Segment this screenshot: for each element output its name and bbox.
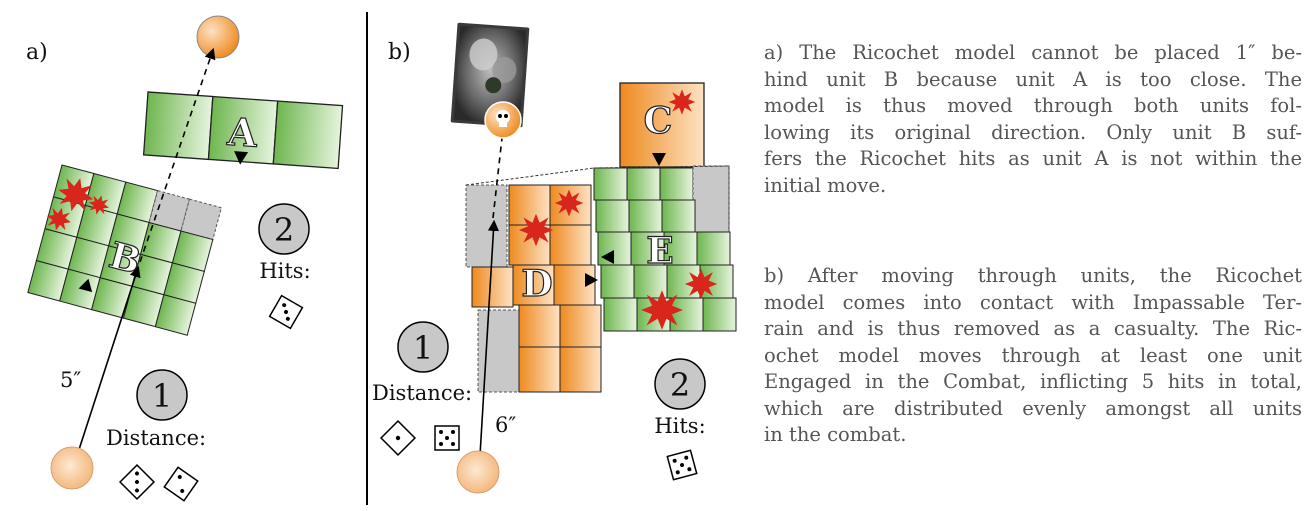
dice-icon [163,466,199,502]
description-b-line: ochet model moves through at least one u… [764,343,1302,367]
ricochet-path-solid [478,219,500,473]
ricochet-start-marker [456,450,500,494]
dice-icon [379,419,417,457]
panel-b-label: b) [388,40,411,65]
description-b-line: rain and is thus removed as a casualty. … [764,317,1302,340]
description-b: b) After moving through units, the Ricoc… [764,263,1302,449]
description-b-line: in the combat. [764,423,907,446]
step-1-number: 1 [152,377,172,415]
description-b-line: which are distributed evenly amongst all… [764,396,1302,420]
panel-b: C D [372,22,737,494]
facing-arrow-icon [652,153,666,166]
distance-value: 6″ [495,413,516,437]
description-b-line: b) After moving through units, the Ricoc… [764,264,1302,287]
hits-label: Hits: [259,259,310,283]
ricochet-end-marker [196,15,240,59]
unit-d-label: D [521,263,552,305]
step-2-number: 2 [670,366,690,404]
hit-burst-icon [554,189,584,217]
distance-label: Distance: [106,426,206,450]
dice-icon [118,463,156,501]
step-2-circle [258,203,310,255]
description-a-line: lowing its original direction. Only unit… [764,120,1302,144]
hit-burst-icon [518,213,554,247]
ricochet-path-dashed [139,47,216,263]
unit-e-label: E [646,230,673,272]
unit-c: C [619,82,705,168]
ricochet-path-dashed [492,137,503,219]
description-a-line: initial move. [764,173,887,197]
impassable-terrain-icon [450,22,530,128]
description-a-line: fers the Ricochet hits as unit A is not … [764,147,1302,170]
description-b-line: model comes into contact with Impassable… [764,290,1302,314]
distance-value: 5″ [60,368,81,392]
panel-a: A [27,15,344,502]
unit-d: D [465,184,602,393]
combat-outline [465,165,730,232]
facing-arrow-icon [78,278,93,293]
facing-arrow-icon [585,273,598,287]
hits-label: Hits: [654,414,705,438]
step-1-circle [397,321,449,373]
unit-c-label: C [644,100,673,142]
dice-icon [666,449,698,481]
unit-e: E [593,165,737,332]
hit-burst-icon [668,89,696,115]
dice-icon [268,294,304,330]
facing-arrow-icon [601,250,614,264]
step-1-number: 1 [413,329,433,367]
ricochet-start-marker [50,446,94,490]
distance-label: Distance: [372,381,472,405]
unit-a-label: A [225,109,259,156]
facing-arrow-icon [234,151,249,165]
step-1-circle [136,369,188,421]
hit-burst-icon [684,268,718,300]
ricochet-path-solid [72,265,141,469]
description-a-line: a) The Ricochet model cannot be placed 1… [764,41,1302,64]
panel-a-label: a) [26,40,48,65]
description-b-line: Engaged in the Combat, inflicting 5 hits… [764,370,1302,393]
description-a-line: hind unit B because unit A is too close.… [764,67,1302,91]
description-a: a) The Ricochet model cannot be placed 1… [764,40,1302,199]
unit-b: B [27,164,222,336]
step-2-circle [654,358,706,410]
dice-icon [434,425,460,451]
unit-a: A [142,91,344,170]
step-2-number: 2 [274,211,294,249]
description-a-line: model is thus moved through both units f… [764,94,1302,117]
